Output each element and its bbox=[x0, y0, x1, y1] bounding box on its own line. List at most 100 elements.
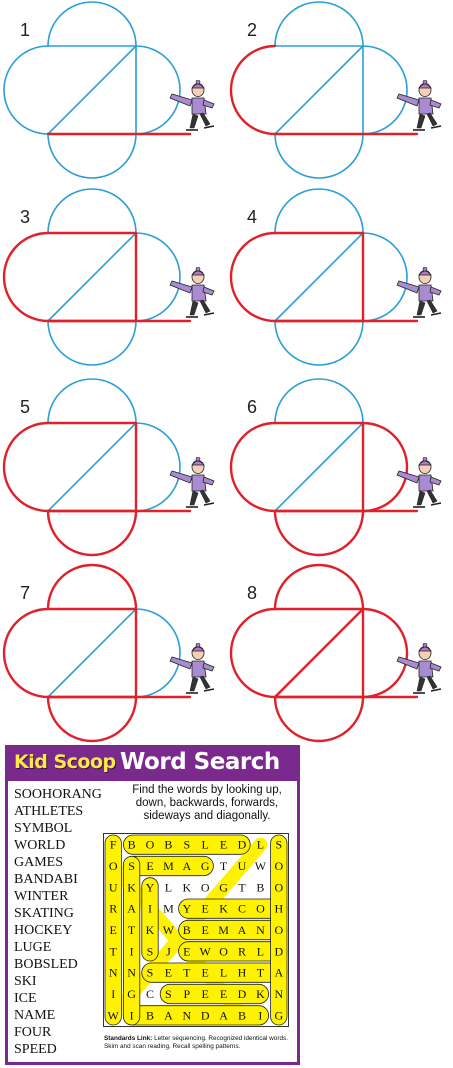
grid-letter: Y bbox=[182, 902, 191, 916]
grid-letter: B bbox=[164, 838, 172, 852]
ice-skater-illustration bbox=[396, 80, 442, 131]
figure-drawing bbox=[229, 188, 419, 366]
grid-letter: W bbox=[163, 923, 175, 937]
botArc-line bbox=[273, 695, 365, 743]
grid-letter: T bbox=[128, 923, 136, 937]
botArc-line bbox=[274, 133, 364, 179]
leftArc-line bbox=[229, 44, 277, 136]
word-list-item: GAMES bbox=[14, 855, 64, 870]
grid-letter: N bbox=[274, 987, 283, 1001]
figure-drawing bbox=[2, 188, 192, 366]
figure-drawing bbox=[3, 1, 192, 179]
grid-letter: U bbox=[238, 859, 247, 873]
grid-letter: N bbox=[182, 1008, 191, 1022]
grid-letter: C bbox=[238, 902, 246, 916]
grid-letter: M bbox=[163, 859, 174, 873]
ice-skater-illustration bbox=[169, 643, 215, 694]
grid-letter: S bbox=[275, 838, 282, 852]
grid-letter: G bbox=[201, 859, 210, 873]
figure-drawing bbox=[229, 378, 419, 557]
grid-letter: H bbox=[238, 966, 247, 980]
topArc-line bbox=[274, 378, 364, 424]
grid-letter: E bbox=[110, 923, 117, 937]
grid-letter: G bbox=[219, 880, 228, 894]
grid-letter: T bbox=[110, 944, 118, 958]
grid-letter: T bbox=[238, 880, 246, 894]
diagonal-line bbox=[47, 232, 137, 322]
diagonal-line bbox=[274, 422, 364, 512]
step-number: 5 bbox=[20, 397, 31, 417]
grid-letter: K bbox=[182, 880, 191, 894]
grid-letter: D bbox=[238, 987, 247, 1001]
topArc-line bbox=[46, 563, 138, 611]
word-list-item: LUGE bbox=[14, 940, 52, 955]
rightArc-line bbox=[361, 607, 409, 699]
found-word-highlight bbox=[122, 855, 141, 1026]
topArc-line bbox=[273, 563, 365, 611]
grid-letter: E bbox=[202, 966, 209, 980]
grid-letter: G bbox=[127, 987, 136, 1001]
ice-skater-illustration bbox=[169, 80, 215, 131]
rightArc-line bbox=[135, 232, 181, 322]
word-list-item: WORLD bbox=[14, 838, 66, 853]
grid-letter: I bbox=[258, 1008, 262, 1022]
grid-letter: I bbox=[130, 1008, 134, 1022]
grid-letter: B bbox=[256, 880, 264, 894]
botArc-line bbox=[274, 320, 364, 366]
grid-letter: E bbox=[165, 966, 172, 980]
step-number: 3 bbox=[20, 207, 31, 227]
found-word-highlight bbox=[122, 834, 251, 855]
step-panel-3: 3 bbox=[0, 187, 226, 366]
ice-skater-illustration bbox=[396, 457, 442, 508]
found-word-highlight bbox=[159, 983, 270, 1005]
grid-letter: W bbox=[200, 944, 212, 958]
word-list-item: SKI bbox=[14, 974, 37, 989]
grid-letter: E bbox=[202, 923, 209, 937]
ice-skater-illustration bbox=[169, 457, 215, 508]
diagonal-line bbox=[274, 232, 364, 322]
grid-letter: O bbox=[256, 902, 265, 916]
topArc-line bbox=[47, 378, 137, 424]
topArc-line bbox=[47, 188, 137, 234]
step-panel-2: 2 bbox=[227, 0, 453, 179]
grid-letter: A bbox=[127, 902, 136, 916]
word-search-title: Word Search bbox=[120, 749, 280, 775]
grid-letter: N bbox=[256, 923, 265, 937]
word-list-item: HOCKEY bbox=[14, 923, 73, 938]
grid-letter: L bbox=[202, 838, 209, 852]
word-list-item: SKATING bbox=[14, 906, 74, 921]
rightArc-line bbox=[362, 45, 408, 135]
diagonal-line bbox=[273, 607, 365, 699]
grid-letter: O bbox=[274, 923, 283, 937]
diagonal-line bbox=[47, 45, 137, 135]
grid-letter: M bbox=[218, 923, 229, 937]
word-list-item: WINTER bbox=[14, 889, 69, 904]
word-list-item: FOUR bbox=[14, 1025, 52, 1040]
grid-letter: I bbox=[111, 987, 115, 1001]
grid-letter: E bbox=[146, 859, 153, 873]
grid-letter: O bbox=[274, 859, 283, 873]
grid-letter: A bbox=[219, 1008, 228, 1022]
instructions-text: Find the words by looking up, down, back… bbox=[132, 784, 282, 822]
grid-letter: K bbox=[219, 902, 228, 916]
ice-skater-illustration bbox=[396, 643, 442, 694]
grid-letter: K bbox=[146, 923, 155, 937]
grid-letter: E bbox=[220, 838, 227, 852]
grid-letter: R bbox=[238, 944, 246, 958]
standards-text: Letter sequencing. Recognized identical … bbox=[104, 1035, 289, 1050]
grid-letter: S bbox=[183, 838, 190, 852]
word-list-item: BANDABI bbox=[14, 872, 78, 887]
grid-letter: B bbox=[238, 1008, 246, 1022]
grid-letter: U bbox=[109, 880, 118, 894]
grid-letter: Y bbox=[146, 880, 155, 894]
step-panel-5: 5 bbox=[0, 377, 226, 557]
figure-drawing bbox=[229, 1, 419, 179]
grid-letter: O bbox=[146, 838, 155, 852]
step-panel-4: 4 bbox=[227, 187, 453, 366]
found-word-highlight bbox=[270, 834, 288, 1026]
grid-letter: O bbox=[274, 880, 283, 894]
found-word-highlight bbox=[141, 962, 288, 983]
grid-letter: T bbox=[257, 966, 265, 980]
grid-letter: T bbox=[220, 859, 228, 873]
